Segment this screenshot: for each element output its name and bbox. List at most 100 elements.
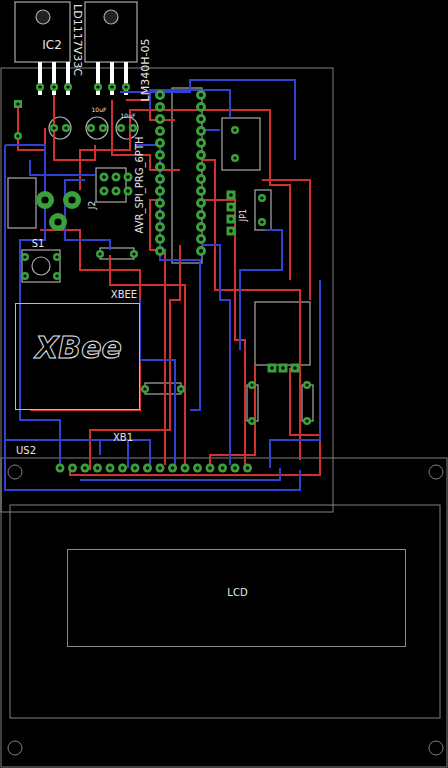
solder-pad — [108, 83, 116, 91]
drill-hole — [158, 466, 162, 470]
drill-hole — [293, 366, 297, 370]
lcd-bezel — [10, 505, 440, 718]
drill-hole — [179, 387, 182, 390]
drill-hole — [98, 252, 101, 255]
solder-pad — [155, 186, 165, 196]
drill-hole — [305, 383, 308, 386]
drill-hole — [114, 189, 118, 193]
drill-hole — [229, 217, 233, 221]
solder-pad — [196, 114, 206, 124]
drill-hole — [58, 466, 62, 470]
solder-pad — [155, 150, 165, 160]
drill-hole — [54, 218, 61, 225]
solder-pad — [177, 385, 185, 393]
drill-hole — [158, 93, 162, 97]
solder-pad — [36, 83, 44, 91]
solder-pad — [124, 187, 133, 196]
drill-hole — [101, 126, 104, 129]
drill-hole — [250, 419, 253, 422]
solder-pad — [243, 464, 252, 473]
solder-pad — [100, 187, 109, 196]
solder-pad — [50, 124, 58, 132]
drill-hole — [260, 196, 263, 199]
drill-hole — [199, 165, 203, 169]
solder-pad — [196, 162, 206, 172]
drill-hole — [199, 237, 203, 241]
solder-pad — [303, 417, 311, 425]
solder-pad — [196, 222, 206, 232]
drill-hole — [199, 129, 203, 133]
drill-hole — [246, 466, 250, 470]
drill-hole — [199, 177, 203, 181]
solder-pad — [106, 464, 115, 473]
drill-hole — [66, 85, 69, 88]
drill-hole — [52, 85, 55, 88]
drill-hole — [229, 229, 233, 233]
drill-hole — [229, 193, 233, 197]
drill-hole — [199, 117, 203, 121]
solder-pad — [155, 174, 165, 184]
solder-pad — [193, 464, 202, 473]
drill-hole — [96, 466, 100, 470]
solder-pad — [155, 198, 165, 208]
drill-hole — [89, 126, 92, 129]
drill-hole — [121, 466, 125, 470]
part-label: 10uF — [92, 107, 107, 113]
drill-hole — [199, 141, 203, 145]
solder-pad — [143, 464, 152, 473]
xbee-logo: XBee — [35, 333, 122, 363]
solder-pad — [196, 174, 206, 184]
xbee-footprint: XBeeXB1 — [15, 303, 140, 410]
part-label: XBEE — [111, 290, 137, 300]
drill-hole — [133, 466, 137, 470]
drill-hole — [96, 85, 99, 88]
solder-pad — [227, 203, 236, 212]
solder-pad — [53, 272, 61, 280]
solder-pad — [196, 210, 206, 220]
solder-pad — [36, 191, 54, 209]
solder-pad — [227, 215, 236, 224]
solder-pad — [94, 83, 102, 91]
part-label: 10uF — [121, 113, 136, 119]
solder-pad — [21, 253, 29, 261]
solder-pad — [279, 364, 288, 373]
solder-pad — [141, 385, 149, 393]
solder-pad — [268, 364, 277, 373]
solder-pad — [155, 90, 165, 100]
solder-pad — [156, 464, 165, 473]
solder-pad — [112, 173, 121, 182]
part-label: J2 — [88, 201, 97, 209]
drill-hole — [55, 255, 58, 258]
part-label: LM340H-05 — [140, 39, 151, 102]
drill-hole — [158, 117, 162, 121]
solder-pad — [50, 83, 58, 91]
solder-pad — [118, 464, 127, 473]
drill-hole — [158, 165, 162, 169]
solder-pad — [56, 464, 65, 473]
drill-hole — [158, 129, 162, 133]
solder-pad — [62, 124, 70, 132]
drill-hole — [16, 134, 19, 137]
drill-hole — [126, 189, 130, 193]
drill-hole — [199, 201, 203, 205]
solder-pad — [155, 210, 165, 220]
drill-hole — [199, 249, 203, 253]
solder-pad — [196, 126, 206, 136]
part-label: JP1 — [240, 209, 248, 221]
solder-pad — [231, 154, 239, 162]
drill-hole — [71, 466, 75, 470]
drill-hole — [270, 366, 274, 370]
solder-pad — [258, 194, 266, 202]
solder-pad — [155, 102, 165, 112]
drill-hole — [233, 128, 236, 131]
solder-pad — [81, 464, 90, 473]
solder-pad — [124, 173, 133, 182]
solder-pad — [196, 246, 206, 256]
drill-hole — [110, 85, 113, 88]
solder-pad — [99, 124, 107, 132]
drill-hole — [199, 105, 203, 109]
solder-pad — [14, 100, 22, 108]
solder-pad — [196, 90, 206, 100]
drill-hole — [250, 383, 253, 386]
drill-hole — [158, 237, 162, 241]
